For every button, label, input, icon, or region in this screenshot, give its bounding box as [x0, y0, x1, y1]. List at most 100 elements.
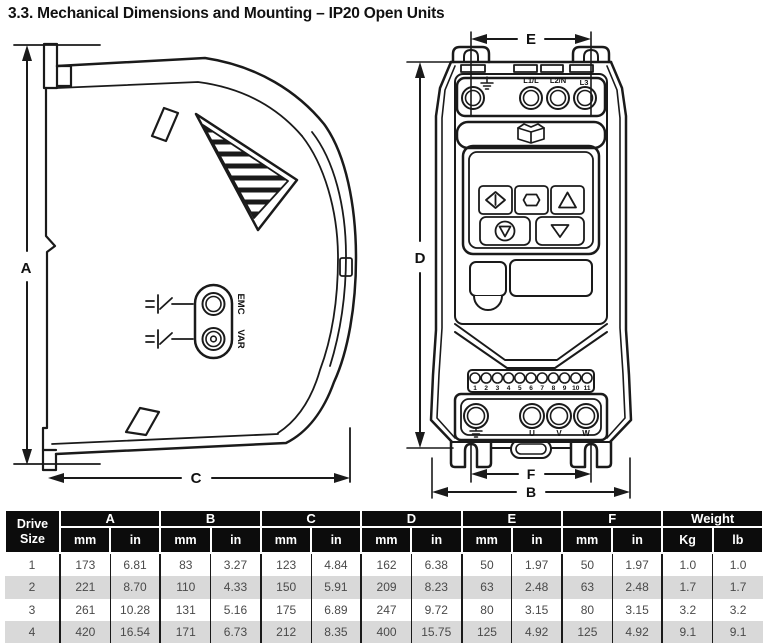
page-title: 3.3. Mechanical Dimensions and Mounting … [8, 5, 445, 22]
table-cell: 3.27 [210, 553, 261, 577]
table-cell: 6.38 [410, 553, 462, 577]
table-header-unit: in [109, 526, 162, 554]
dim-a-arrow [13, 44, 101, 465]
table-header-group-e: E [460, 509, 564, 528]
dim-c-label: C [191, 470, 202, 487]
table-cell: 420 [58, 620, 111, 643]
table-header-unit: in [510, 526, 564, 554]
keypad-down-button[interactable] [535, 216, 585, 246]
vent-grille [194, 112, 299, 232]
table-cell: 4 [5, 620, 60, 643]
down-arrow-icon [550, 224, 570, 238]
keypad-start-button[interactable] [478, 185, 513, 215]
terminal-label-l1: L1/L [523, 76, 539, 85]
din-rail-profile [41, 42, 73, 472]
side-body-outline [51, 56, 358, 456]
table-cell: 9.1 [661, 620, 713, 643]
table-cell: 50 [561, 553, 613, 577]
table-header-unit: in [209, 526, 262, 554]
control-terminal-hole [547, 372, 560, 384]
terminal-label-u: U [529, 429, 535, 438]
control-terminal-number: 9 [563, 385, 567, 392]
dim-b-arrow [431, 457, 631, 499]
table-cell: 3.2 [661, 598, 713, 621]
table-cell: 8.70 [109, 576, 161, 599]
book-strip [455, 120, 607, 150]
up-arrow-icon [558, 191, 577, 209]
table-cell: 2.48 [511, 576, 563, 599]
table-cell: 110 [159, 576, 211, 599]
control-terminal-hole [491, 372, 504, 384]
table-cell: 212 [259, 620, 312, 643]
keypad-navigate-button[interactable] [479, 216, 531, 246]
table-cell: 125 [561, 620, 613, 643]
table-header-unit: mm [561, 526, 614, 554]
table-cell: 3 [28, 602, 36, 617]
table-cell: 1.0 [712, 553, 763, 577]
table-cell: 4.92 [511, 620, 563, 643]
bottom-label-slot [124, 406, 161, 437]
ground-symbol-icon [145, 329, 194, 349]
dim-b-label: B [526, 484, 536, 500]
control-terminal-hole [525, 372, 537, 384]
keypad-stop-button[interactable] [514, 185, 549, 215]
control-terminal-hole [581, 372, 593, 384]
control-terminal-number: 6 [529, 385, 533, 392]
table-cell: 1.7 [661, 576, 713, 599]
dim-e-label: E [526, 31, 536, 48]
table-cell: 9.1 [712, 620, 763, 643]
mounting-feet [449, 439, 613, 469]
table-cell: 3.2 [712, 598, 763, 621]
table-cell: 209 [360, 576, 412, 599]
terminal-label-w: W [582, 429, 590, 438]
table-cell: 63 [460, 576, 512, 599]
dim-f-arrow [470, 443, 592, 483]
dim-c-arrow [48, 427, 351, 483]
table-header-unit: mm [360, 526, 413, 554]
table-cell: 173 [58, 553, 111, 577]
dim-a-label: A [21, 260, 32, 277]
front-body-outline [429, 60, 633, 444]
control-terminal-number: 8 [552, 385, 556, 392]
table-cell: 8.35 [310, 620, 362, 643]
table-cell: 4.84 [310, 553, 362, 577]
table-cell: 2.48 [611, 576, 663, 599]
control-terminal-hole [514, 372, 526, 384]
table-cell: 5.16 [210, 598, 261, 621]
dim-f-label: F [527, 466, 536, 482]
control-terminal-hole [469, 372, 481, 384]
table-cell: 247 [360, 598, 412, 621]
table-cell: 2 [5, 576, 60, 599]
lower-collar [454, 323, 608, 369]
table-header-unit: mm [460, 526, 513, 554]
table-cell: 123 [259, 553, 312, 577]
table-header-group-b: B [159, 509, 262, 528]
table-cell: 80 [561, 598, 613, 621]
table-cell: 131 [159, 598, 211, 621]
table-cell: 8.23 [410, 576, 462, 599]
ground-symbol-icon [480, 76, 494, 90]
keypad-panel [461, 144, 601, 256]
table-cell: 6.81 [109, 553, 161, 577]
table-header-unit: in [310, 526, 363, 554]
table-header-unit: in [611, 526, 664, 554]
emc-var-ports [193, 283, 234, 360]
table-cell: 50 [460, 553, 512, 577]
top-label-slot [150, 106, 180, 143]
start-icon [485, 191, 506, 209]
mounting-tabs [451, 45, 611, 64]
control-terminal-number: 3 [496, 385, 500, 392]
var-port-label: VAR [235, 329, 246, 348]
table-header-drive-size: Drive Size [4, 509, 61, 554]
table-cell: 171 [159, 620, 211, 643]
navigate-icon [494, 220, 516, 242]
input-terminal-panel [455, 76, 607, 118]
table-header-group-weight: Weight [661, 509, 764, 528]
table-header-group-a: A [58, 509, 162, 528]
control-terminal-hole [558, 372, 571, 384]
keypad-up-button[interactable] [550, 185, 585, 215]
control-terminal-number: 1 [473, 385, 477, 392]
